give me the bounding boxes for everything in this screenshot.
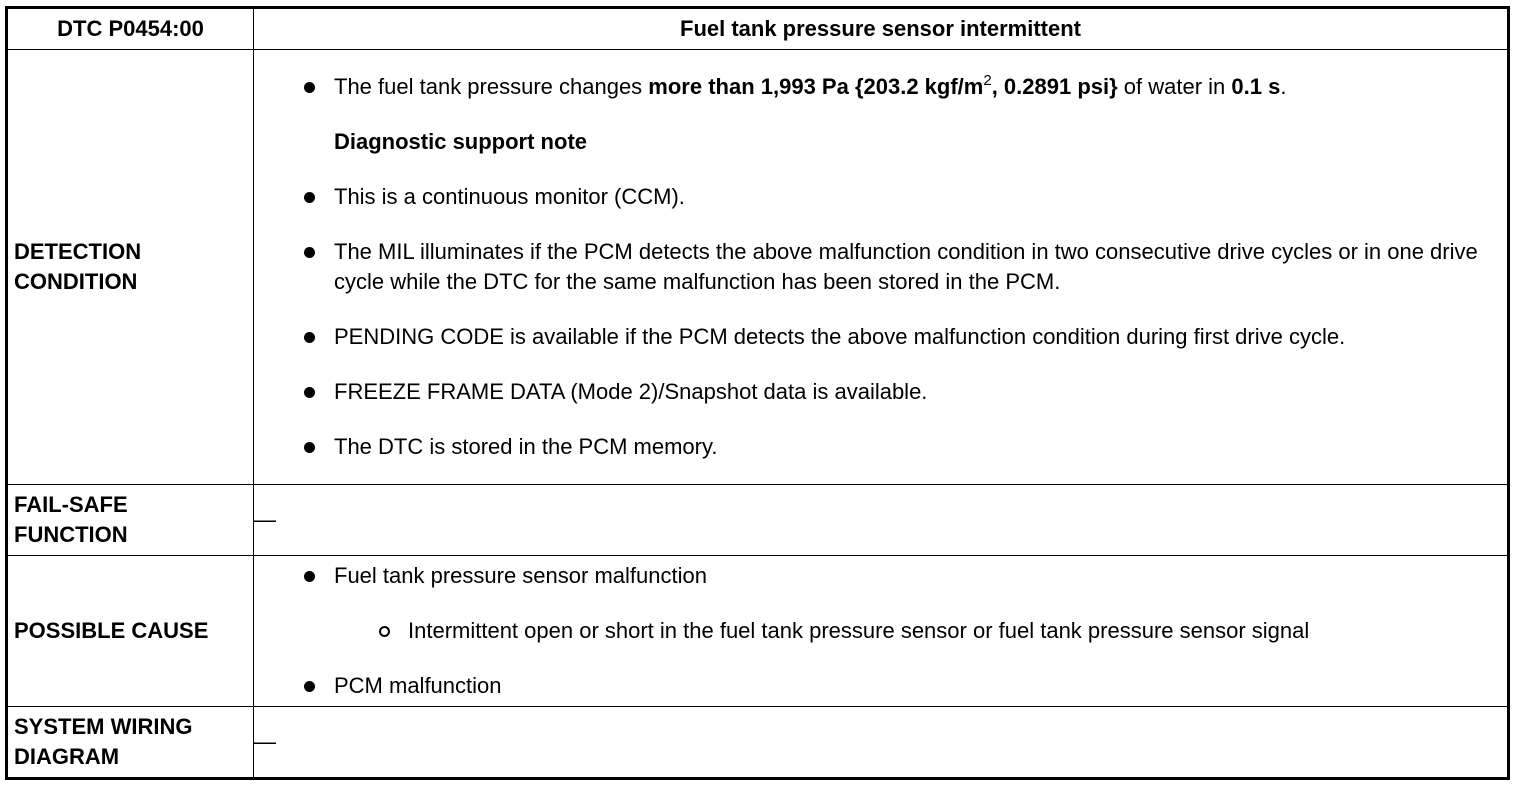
- list-item: The fuel tank pressure changes more than…: [254, 72, 1507, 102]
- list-item: PENDING CODE is available if the PCM det…: [254, 322, 1507, 352]
- bullet-icon: [304, 192, 315, 203]
- list-item: The DTC is stored in the PCM memory.: [254, 432, 1507, 462]
- list-item: FREEZE FRAME DATA (Mode 2)/Snapshot data…: [254, 377, 1507, 407]
- dtc-table: DTC P0454:00 Fuel tank pressure sensor i…: [5, 6, 1510, 780]
- wiring-row: SYSTEM WIRING DIAGRAM —: [6, 706, 1509, 779]
- detection-label-line2: CONDITION: [14, 269, 138, 294]
- failsafe-value: —: [253, 484, 1509, 556]
- bullet-icon: [304, 681, 315, 692]
- wiring-label-line2: DIAGRAM: [14, 744, 120, 769]
- list-item: PCM malfunction: [254, 671, 1507, 701]
- failsafe-row: FAIL-SAFE FUNCTION —: [6, 484, 1509, 556]
- bullet-icon: [304, 387, 315, 398]
- bullet-icon: [304, 82, 315, 93]
- bullet-icon: [304, 442, 315, 453]
- failsafe-label-line2: FUNCTION: [14, 522, 128, 547]
- detection-label-line1: DETECTION: [14, 239, 142, 264]
- wiring-label-line1: SYSTEM WIRING: [14, 714, 193, 739]
- header-row: DTC P0454:00 Fuel tank pressure sensor i…: [6, 7, 1509, 50]
- list-item: Fuel tank pressure sensor malfunction: [254, 561, 1507, 591]
- wiring-value: —: [253, 706, 1509, 779]
- failsafe-label: FAIL-SAFE FUNCTION: [6, 484, 254, 556]
- failsafe-label-line1: FAIL-SAFE: [14, 492, 128, 517]
- dtc-code: DTC P0454:00: [6, 7, 254, 50]
- cause-label: POSSIBLE CAUSE: [6, 555, 254, 707]
- cause-row: POSSIBLE CAUSE Fuel tank pressure sensor…: [6, 555, 1509, 707]
- bullet-icon: [304, 332, 315, 343]
- list-item: This is a continuous monitor (CCM).: [254, 182, 1507, 212]
- sub-list-item: Intermittent open or short in the fuel t…: [254, 616, 1507, 646]
- diagnostic-note-heading: Diagnostic support note: [334, 129, 587, 154]
- bullet-icon: [304, 571, 315, 582]
- cause-content: Fuel tank pressure sensor malfunction In…: [253, 555, 1509, 707]
- hollow-bullet-icon: [379, 626, 390, 637]
- detection-label: DETECTION CONDITION: [6, 49, 254, 485]
- detection-content: The fuel tank pressure changes more than…: [253, 49, 1509, 485]
- dtc-title: Fuel tank pressure sensor intermittent: [253, 7, 1509, 50]
- detection-row: DETECTION CONDITION The fuel tank pressu…: [6, 49, 1509, 485]
- wiring-label: SYSTEM WIRING DIAGRAM: [6, 706, 254, 779]
- list-item: The MIL illuminates if the PCM detects t…: [254, 237, 1507, 297]
- bullet-icon: [304, 247, 315, 258]
